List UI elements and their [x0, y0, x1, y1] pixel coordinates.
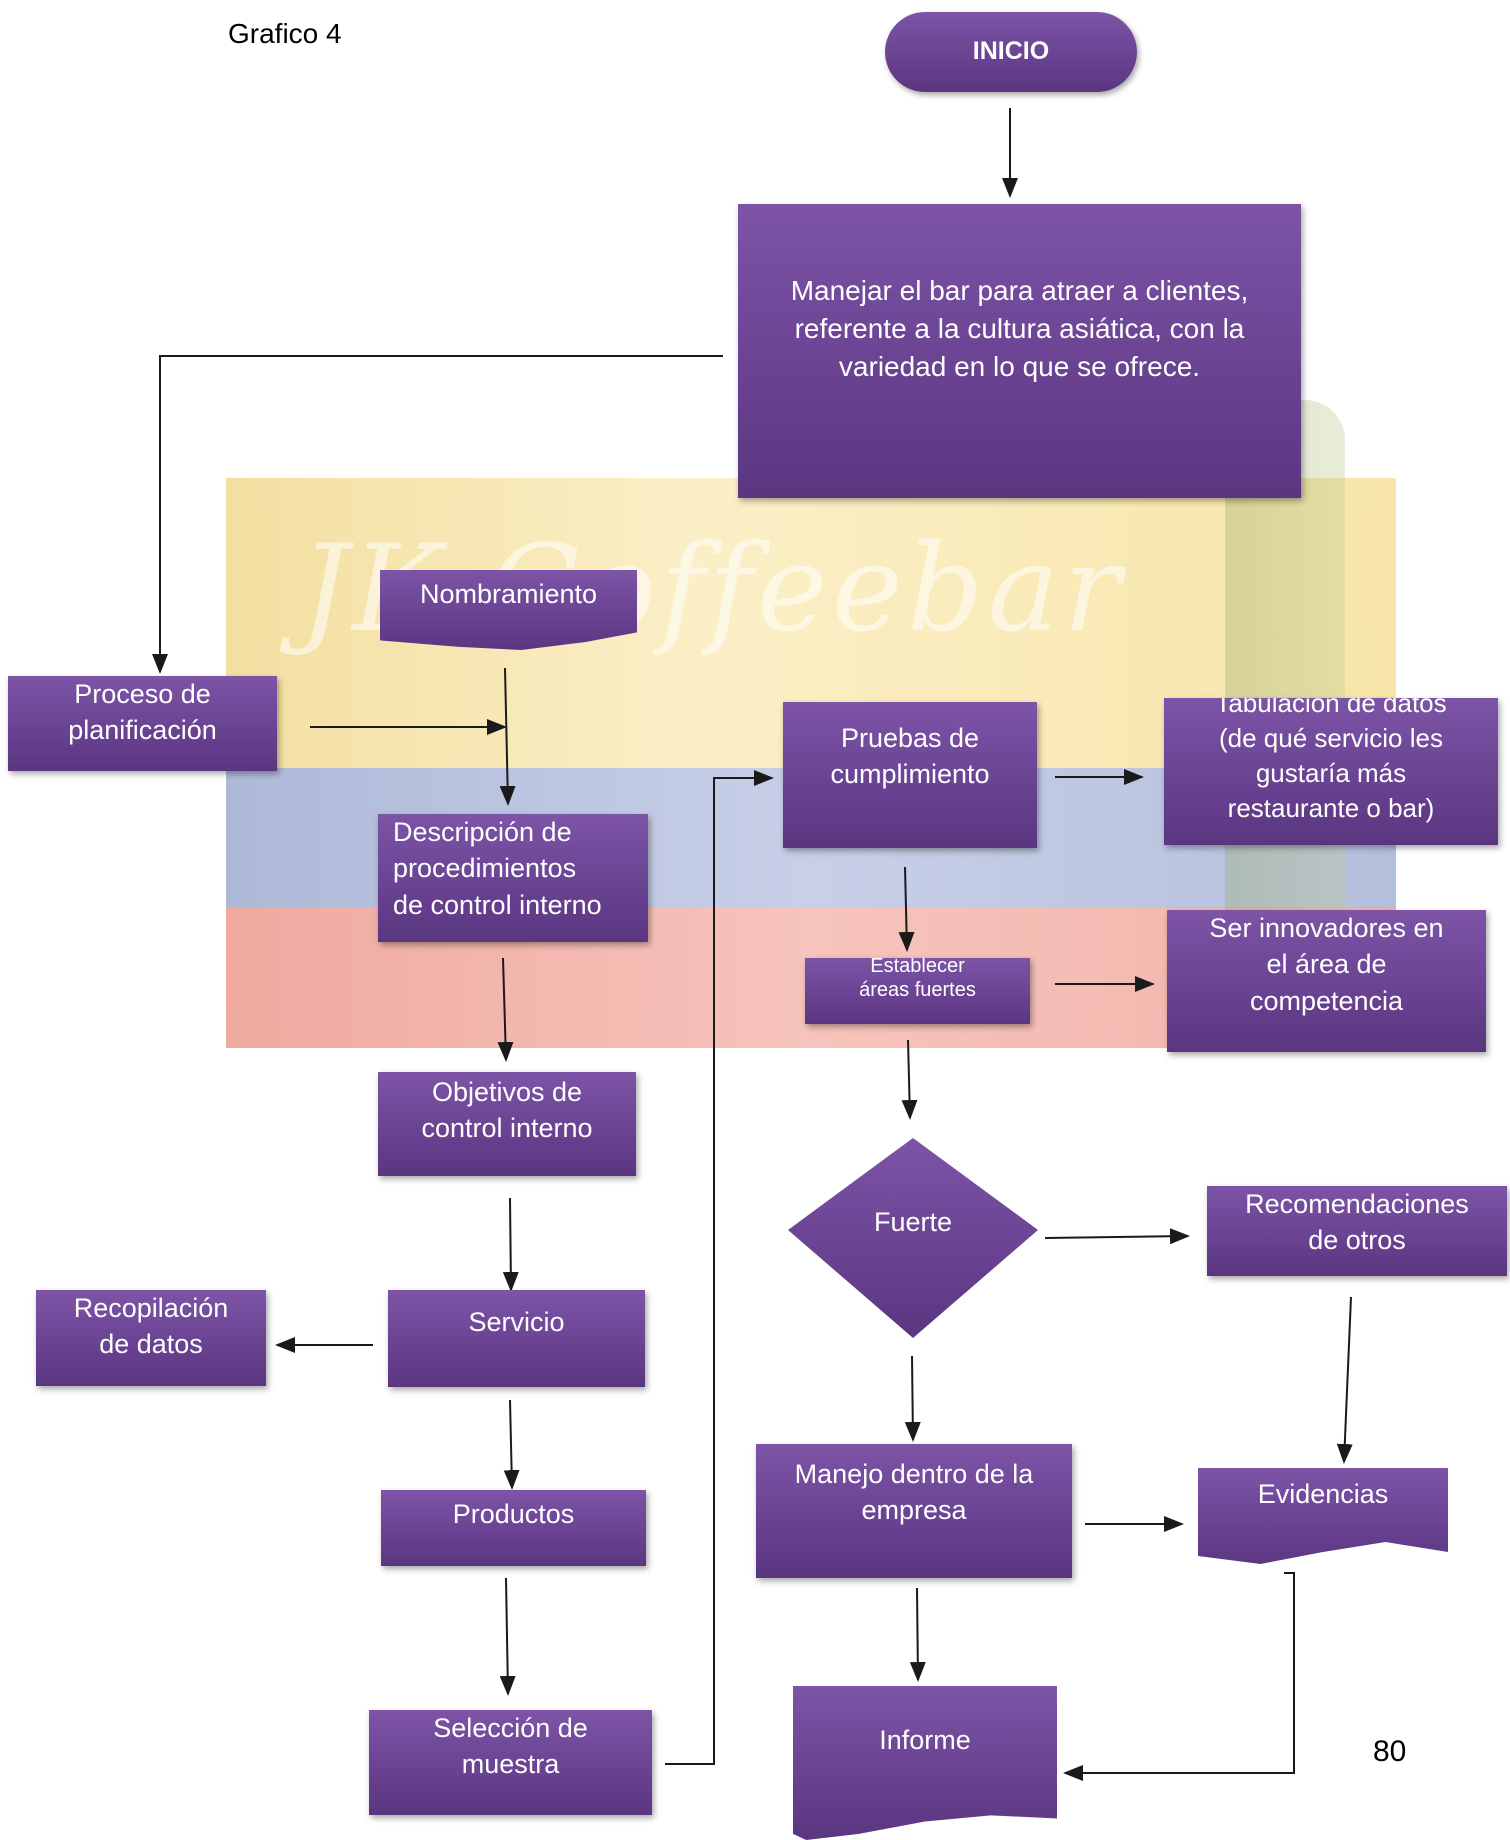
node-tabulacion-label: Tabulación de datos (de qué servicio les…	[1215, 698, 1447, 824]
node-descripcion: Descripción de procedimientos de control…	[378, 814, 648, 942]
node-servicio: Servicio	[388, 1290, 645, 1387]
arrow-manejo-to-informe	[909, 1587, 926, 1682]
node-pruebas: Pruebas de cumplimiento	[783, 702, 1037, 848]
node-manejo-label: Manejo dentro de la empresa	[794, 1459, 1034, 1526]
arrow-fuerte-to-manejo	[904, 1355, 921, 1442]
figure-label: Grafico 4	[228, 18, 342, 49]
node-recomendaciones-label: Recomendaciones de otros	[1245, 1189, 1469, 1256]
node-objetivos-label: Objetivos de control interno	[421, 1077, 593, 1144]
arrow-evidencias-to-informe	[1063, 1572, 1295, 1781]
node-seleccion-label: Selección de muestra	[433, 1713, 588, 1780]
arrow-objetivos-to-servicio	[502, 1197, 519, 1292]
node-inicio-label: INICIO	[972, 37, 1050, 66]
node-establecer: Establecer áreas fuertes	[805, 958, 1030, 1024]
node-recomendaciones: Recomendaciones de otros	[1207, 1186, 1507, 1276]
node-proceso: Proceso de planificación	[8, 676, 277, 771]
node-proceso-label: Proceso de planificación	[68, 679, 217, 746]
arrow-nombramiento-to-descripcion	[499, 667, 516, 806]
arrow-seleccion-to-pruebas	[665, 770, 774, 1765]
node-recopilacion-label: Recopilación de datos	[73, 1293, 229, 1360]
node-manejar-label: Manejar el bar para atraer a clientes, r…	[790, 275, 1249, 382]
node-recopilacion: Recopilación de datos	[36, 1290, 266, 1386]
node-ser-innovadores: Ser innovadores en el área de competenci…	[1167, 910, 1486, 1052]
arrow-fuerte-to-recomendaciones	[1044, 1228, 1190, 1245]
arrow-productos-to-seleccion	[499, 1577, 516, 1696]
node-evidencias-label: Evidencias	[1257, 1479, 1389, 1509]
node-fuerte-label: Fuerte	[873, 1207, 953, 1237]
node-servicio-label: Servicio	[468, 1307, 565, 1337]
node-productos: Productos	[381, 1490, 646, 1566]
node-informe-label: Informe	[879, 1725, 971, 1755]
node-descripcion-label: Descripción de procedimientos de control…	[393, 817, 602, 920]
node-tabulacion: Tabulación de datos (de qué servicio les…	[1164, 698, 1498, 845]
node-nombramiento: Nombramiento	[380, 570, 637, 650]
node-ser-innovadores-label: Ser innovadores en el área de competenci…	[1209, 913, 1444, 1016]
node-nombramiento-label: Nombramiento	[419, 579, 598, 609]
page-number: 80	[1373, 1735, 1407, 1768]
node-informe: Informe	[793, 1686, 1057, 1840]
node-manejar: Manejar el bar para atraer a clientes, r…	[738, 204, 1301, 498]
arrow-descripcion-to-objetivos	[497, 957, 514, 1062]
arrow-pruebas-to-establecer	[898, 866, 915, 952]
arrow-recomendaciones-to-evidencias	[1336, 1296, 1353, 1464]
arrow-manejar-to-proceso	[152, 355, 723, 674]
arrow-establecer-to-fuerte	[901, 1039, 918, 1120]
arrow-servicio-to-productos	[503, 1399, 520, 1490]
node-productos-label: Productos	[452, 1499, 575, 1529]
node-manejo: Manejo dentro de la empresa	[756, 1444, 1072, 1578]
node-pruebas-label: Pruebas de cumplimiento	[830, 723, 990, 790]
node-inicio: INICIO	[885, 12, 1137, 92]
node-seleccion: Selección de muestra	[369, 1710, 652, 1815]
node-objetivos: Objetivos de control interno	[378, 1072, 636, 1176]
node-establecer-label: Establecer áreas fuertes	[859, 958, 976, 1001]
